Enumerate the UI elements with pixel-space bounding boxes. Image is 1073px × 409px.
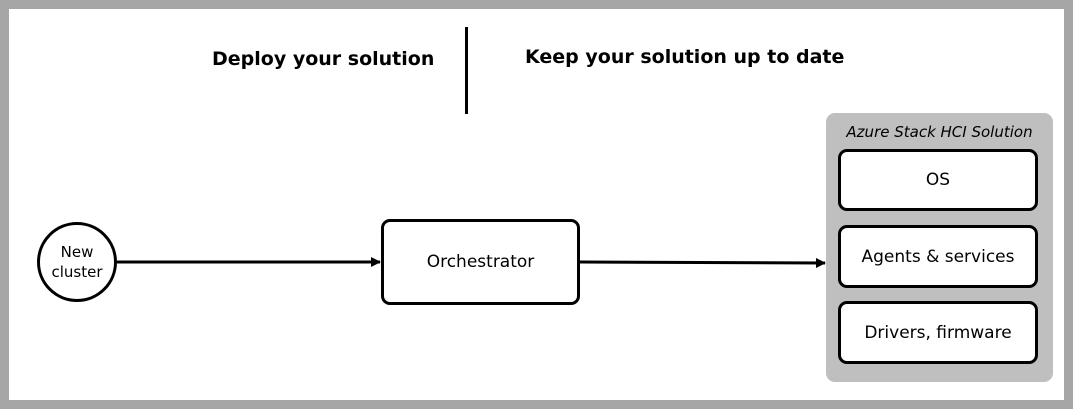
new-cluster-node: New cluster [37,222,117,302]
component-label: Agents & services [861,246,1015,267]
arrow-orchestrator-to-solution [579,257,826,268]
component-drivers-firmware: Drivers, firmware [838,301,1038,364]
new-cluster-label: New cluster [51,243,103,281]
update-heading: Keep your solution up to date [525,46,845,68]
phase-divider [465,27,468,114]
deploy-heading: Deploy your solution [212,48,435,70]
orchestrator-label: Orchestrator [426,252,535,272]
component-agents-services: Agents & services [838,225,1038,288]
component-label: Drivers, firmware [864,322,1012,343]
orchestrator-box: Orchestrator [381,219,580,305]
component-label: OS [925,170,951,190]
component-os: OS [838,149,1038,211]
solution-title: Azure Stack HCI Solution [846,123,1033,141]
